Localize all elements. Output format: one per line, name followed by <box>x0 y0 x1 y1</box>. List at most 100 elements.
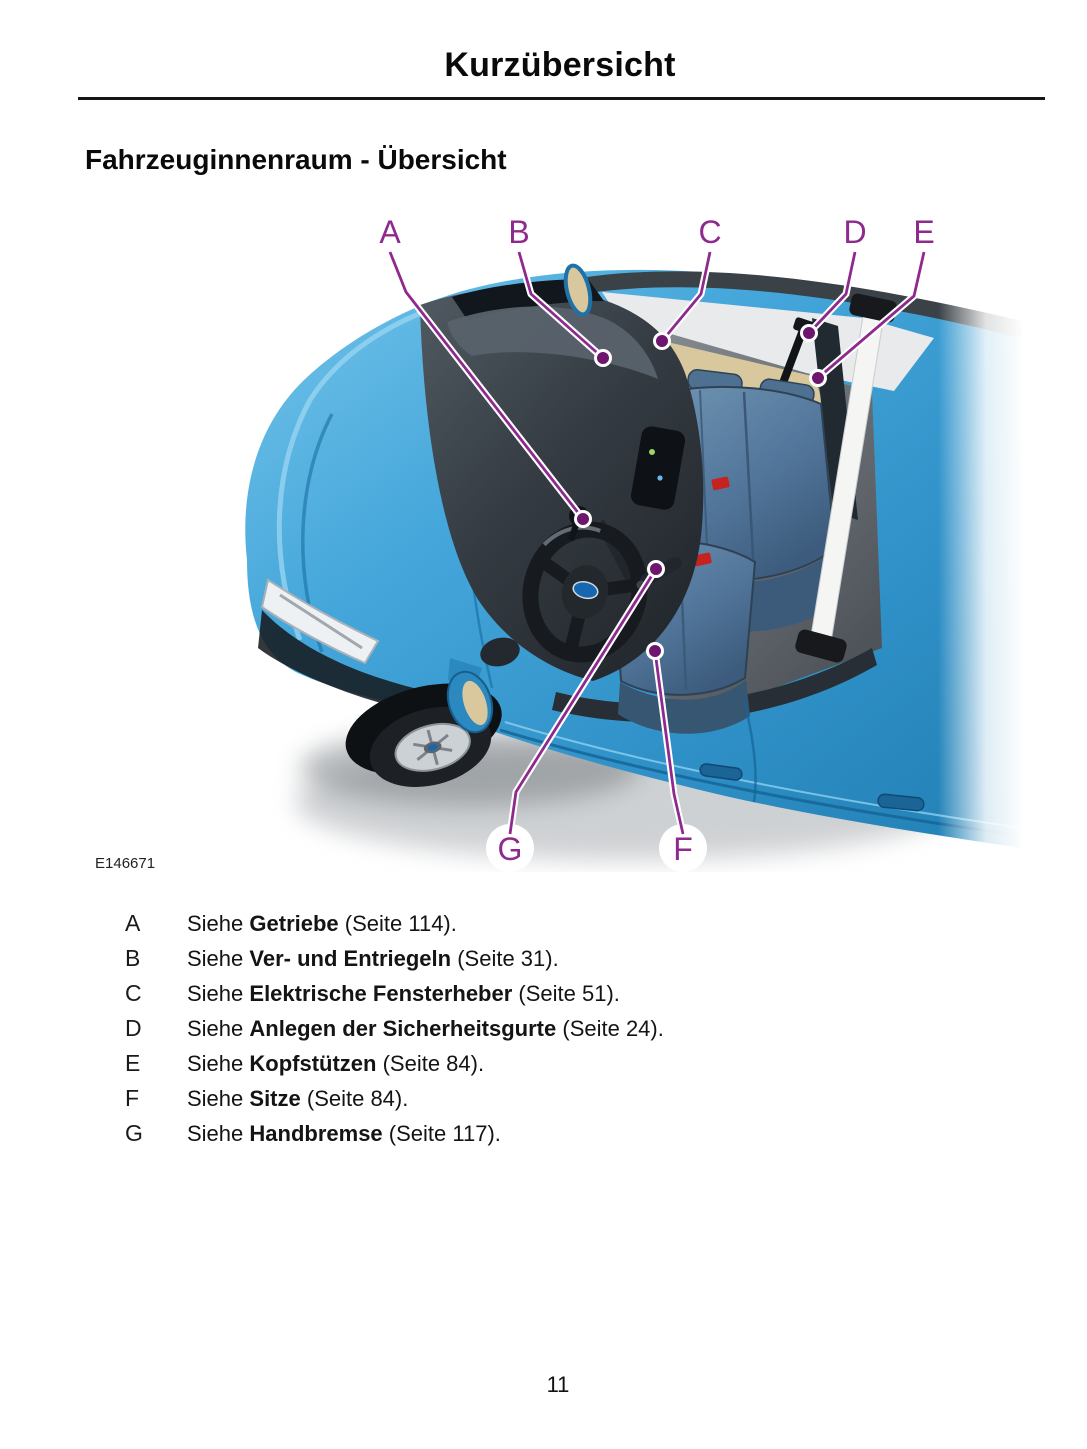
legend-list: A Siehe Getriebe (Seite 114). B Siehe Ver-… <box>125 906 664 1151</box>
callout-dot <box>800 324 818 342</box>
title-divider <box>78 97 1045 100</box>
legend-item-e: E Siehe Kopfstützen (Seite 84). <box>125 1046 664 1081</box>
legend-page-ref: (Seite 84). <box>376 1051 485 1076</box>
callout-a: A <box>379 214 592 528</box>
page-number: 11 <box>546 1372 570 1397</box>
callout-d: D <box>800 214 867 342</box>
left-side-mirror <box>446 658 494 734</box>
leader-line <box>653 650 685 835</box>
door-handle-rear <box>877 793 925 812</box>
legend-letter: E <box>125 1050 141 1076</box>
seat-seam <box>742 391 756 575</box>
seat-seam <box>699 389 709 569</box>
leader-line <box>660 251 712 342</box>
grille-shadow <box>258 610 430 714</box>
rail-mount <box>795 629 847 663</box>
door-seam <box>742 699 757 803</box>
legend-item-f: F Siehe Sitze (Seite 84). <box>125 1081 664 1116</box>
legend-page-ref: (Seite 114). <box>338 911 457 936</box>
legend-page-ref: (Seite 51). <box>512 981 620 1006</box>
label-halo <box>659 824 707 872</box>
callout-c: C <box>653 214 722 350</box>
callout-dot <box>653 332 671 350</box>
callout-letter-a: A <box>379 214 401 250</box>
legend-item-b: B Siehe Ver- und Entriegeln (Seite 31). <box>125 941 664 976</box>
legend-page-ref: (Seite 24). <box>556 1016 664 1041</box>
callout-letter-f: F <box>673 831 693 867</box>
legend-prefix: Siehe <box>187 981 250 1006</box>
callout-f: F <box>646 642 707 872</box>
callout-letter-e: E <box>913 214 934 250</box>
callout-dot <box>647 560 665 578</box>
legend-page-ref: (Seite 117). <box>382 1121 501 1146</box>
hub-badge <box>427 744 438 751</box>
label-halo <box>486 824 534 872</box>
callout-g: G <box>486 560 665 872</box>
leader-line <box>817 251 926 380</box>
leader-line <box>388 251 585 520</box>
callout-dot <box>809 369 827 387</box>
page-title: Kurzübersicht <box>444 46 676 84</box>
mirror-back <box>462 680 488 726</box>
callouts: A B C D <box>379 214 935 872</box>
callout-dot <box>646 642 664 660</box>
legend-letter: D <box>125 1015 142 1041</box>
callout-letter-g: G <box>498 831 523 867</box>
front-seat-cushion <box>618 680 750 734</box>
right-side-mirror <box>563 263 593 317</box>
legend-prefix: Siehe <box>187 1121 250 1146</box>
callout-e: E <box>809 214 935 387</box>
legend-letter: A <box>125 910 141 936</box>
legend-prefix: Siehe <box>187 1051 250 1076</box>
legend-page-ref: (Seite 31). <box>451 946 559 971</box>
callout-letter-b: B <box>508 214 529 250</box>
callout-b: B <box>508 214 612 367</box>
cupholder <box>480 637 520 667</box>
section-heading: Fahrzeuginnenraum - Übersicht <box>85 144 507 175</box>
legend-prefix: Siehe <box>187 946 250 971</box>
legend-prefix: Siehe <box>187 1016 250 1041</box>
front-bumper-grille <box>258 578 430 714</box>
red-buckle <box>693 552 712 567</box>
leader-line <box>807 251 857 334</box>
legend-letter: G <box>125 1120 143 1146</box>
callout-letter-c: C <box>698 214 721 250</box>
legend-letter: C <box>125 980 142 1006</box>
roof-rail <box>795 293 897 663</box>
legend-item-g: G Siehe Handbremse (Seite 117). <box>125 1116 664 1151</box>
right-fade-overlay <box>938 200 1023 872</box>
instrument-cluster <box>630 426 686 510</box>
brand-badge <box>572 580 599 600</box>
headlight-detail <box>279 593 363 650</box>
legend-term: Ver- und Entriegeln <box>249 946 452 971</box>
legend-term: Anlegen der Sicherheitsgurte <box>249 1016 557 1041</box>
legend-term: Kopfstützen <box>249 1051 377 1076</box>
red-buckle <box>711 476 730 491</box>
legend-term: Handbremse <box>249 1121 383 1146</box>
leader-line <box>508 568 658 835</box>
legend-item-c: C Siehe Elektrische Fensterheber (Seite 5… <box>125 976 664 1011</box>
legend-term: Sitze <box>249 1086 301 1111</box>
legend-page-ref: (Seite 84). <box>300 1086 409 1111</box>
cluster-light <box>649 449 655 455</box>
legend-term: Elektrische Fensterheber <box>249 981 513 1006</box>
callout-dot <box>574 510 592 528</box>
legend-item-d: D Siehe Anlegen der Sicherheitsgurte (Sei… <box>125 1011 664 1046</box>
legend-letter: F <box>125 1085 140 1111</box>
legend-item-a: A Siehe Getriebe (Seite 114). <box>125 906 664 941</box>
cluster-light <box>657 475 663 481</box>
legend-prefix: Siehe <box>187 1086 250 1111</box>
callout-letter-d: D <box>843 214 866 250</box>
legend-prefix: Siehe <box>187 911 250 936</box>
rim-highlight <box>542 525 601 547</box>
seat-buckles <box>693 476 730 567</box>
figure-id-label: E146671 <box>95 855 156 872</box>
door-handle-front <box>699 763 743 781</box>
roof-rim <box>580 271 1022 338</box>
rear-bench-seat <box>666 369 840 632</box>
leader-line <box>517 251 604 360</box>
legend-letter: B <box>125 945 141 971</box>
callout-dot <box>594 349 612 367</box>
legend-term: Getriebe <box>249 911 339 936</box>
